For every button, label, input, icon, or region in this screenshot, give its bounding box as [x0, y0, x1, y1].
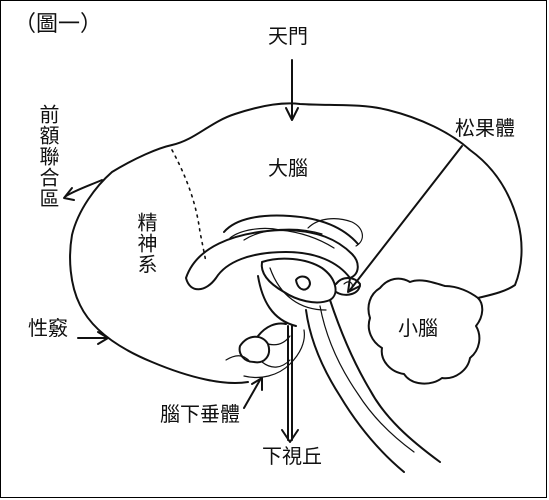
label-jingshenxi: 精神系: [134, 212, 158, 275]
label-songguoti: 松果體: [455, 116, 515, 140]
songguoti-arrow: [349, 145, 463, 291]
pineal-gland: [335, 277, 361, 296]
label-naoxiachuiti: 腦下垂體: [160, 402, 240, 426]
label-qiane: 前額聯合區: [36, 104, 60, 209]
qiane-arrow: [65, 179, 103, 197]
label-danao: 大腦: [268, 156, 308, 180]
pituitary-gland: [238, 335, 270, 364]
cerebellum-outline: [367, 277, 484, 385]
label-tianmen: 天門: [268, 24, 308, 48]
naoxiachuiti-arrow: [243, 379, 261, 409]
corpus-callosum: [185, 229, 359, 291]
label-xiaonao: 小腦: [398, 316, 438, 340]
thalamus: [260, 257, 337, 304]
label-xingdou: 性竅: [28, 316, 68, 340]
brain-outline: [69, 102, 523, 385]
lobe-division: [171, 149, 207, 263]
brainstem: [329, 299, 441, 463]
xiashiqiu-arrow: [287, 325, 293, 441]
label-xiashiqiu: 下視丘: [262, 444, 322, 468]
figure-caption: （圖一）: [14, 12, 103, 37]
